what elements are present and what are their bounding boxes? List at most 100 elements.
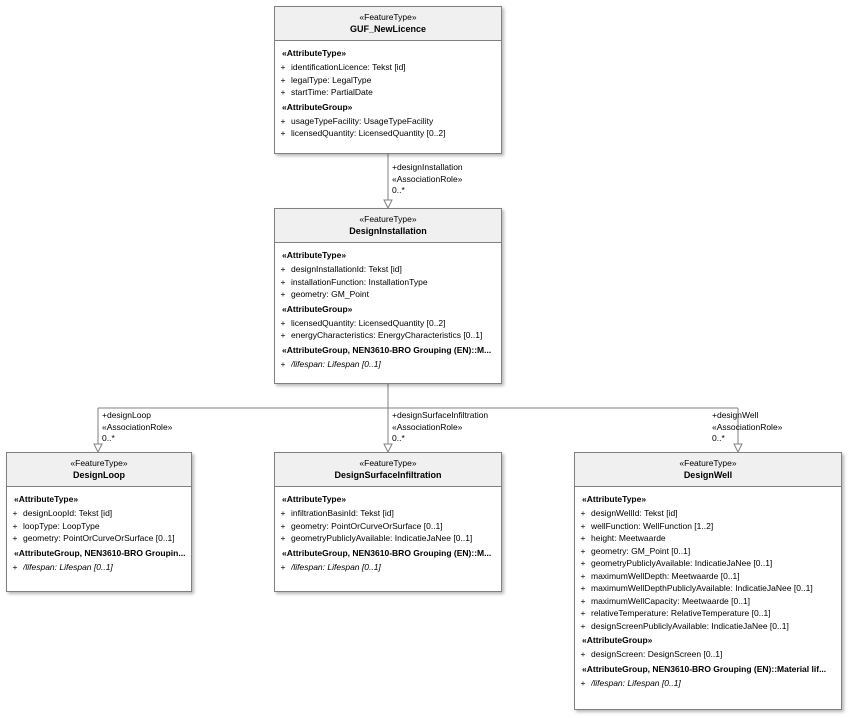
class-body: «AttributeType» + infiltrationBasinId: T… xyxy=(275,487,501,578)
association-multiplicity: 0..* xyxy=(102,433,115,443)
association-stereotype: «AssociationRole» xyxy=(392,421,463,432)
attribute-row: + licensedQuantity: LicensedQuantity [0.… xyxy=(275,317,501,330)
attribute-group-label: «AttributeType» xyxy=(282,494,347,504)
attribute-row: + energyCharacteristics: EnergyCharacter… xyxy=(275,329,501,342)
association-role-name: +designInstallation xyxy=(392,162,463,172)
visibility-marker: + xyxy=(580,649,586,659)
class-name: DesignSurfaceInfiltration xyxy=(334,470,442,480)
attribute-row: + legalType: LegalType xyxy=(275,74,501,87)
attribute-row: + geometry: GM_Point [0..1] xyxy=(575,545,841,558)
attribute-group-label: «AttributeGroup» xyxy=(282,303,353,314)
class-box-designloop[interactable]: «FeatureType» DesignLoop «AttributeType»… xyxy=(6,452,192,592)
visibility-marker: + xyxy=(280,115,286,126)
attribute-row: + maximumWellCapacity: Meetwaarde [0..1] xyxy=(575,595,841,608)
class-box-guf-newlicence[interactable]: «FeatureType» GUF_NewLicence «AttributeT… xyxy=(274,6,502,154)
association-label-designwell: +designWell «AssociationRole» 0..* xyxy=(712,410,782,445)
class-body: «AttributeType» + designWellId: Tekst [i… xyxy=(575,487,841,694)
attribute-row: + /lifespan: Lifespan [0..1] xyxy=(275,358,501,371)
attribute-row: + relativeTemperature: RelativeTemperatu… xyxy=(575,607,841,620)
association-multiplicity: 0..* xyxy=(392,433,405,443)
visibility-marker: + xyxy=(580,545,586,556)
attribute-row: + geometry: PointOrCurveOrSurface [0..1] xyxy=(7,532,191,545)
attribute-group-label: «AttributeType» xyxy=(282,250,347,260)
visibility-marker: + xyxy=(280,508,286,518)
attribute-group-label: «AttributeType» xyxy=(582,494,647,504)
attribute-text: installationFunction: InstallationType xyxy=(291,276,428,287)
visibility-marker: + xyxy=(12,533,18,543)
visibility-marker: + xyxy=(280,87,286,97)
attribute-row: + identificationLicence: Tekst [id] xyxy=(275,61,501,74)
visibility-marker: + xyxy=(280,561,286,572)
class-stereotype: «FeatureType» xyxy=(70,458,128,468)
visibility-marker: + xyxy=(280,520,286,531)
class-box-designsurfaceinfiltration[interactable]: «FeatureType» DesignSurfaceInfiltration … xyxy=(274,452,502,592)
association-stereotype: «AssociationRole» xyxy=(102,421,173,432)
attribute-text: relativeTemperature: RelativeTemperature… xyxy=(591,608,771,618)
association-multiplicity: 0..* xyxy=(712,433,725,443)
attribute-group-label: «AttributeGroup, NEN3610-BRO Grouping (E… xyxy=(582,663,827,674)
attribute-row: + usageTypeFacility: UsageTypeFacility xyxy=(275,115,501,128)
class-header: «FeatureType» DesignSurfaceInfiltration xyxy=(275,453,501,487)
class-body: «AttributeType» + designLoopId: Tekst [i… xyxy=(7,487,191,578)
attribute-text: maximumWellDepth: Meetwaarde [0..1] xyxy=(591,570,740,581)
attribute-text: /lifespan: Lifespan [0..1] xyxy=(591,677,681,688)
attribute-text: /lifespan: Lifespan [0..1] xyxy=(291,561,381,572)
attribute-row: + startTime: PartialDate xyxy=(275,86,501,99)
visibility-marker: + xyxy=(12,508,18,518)
class-body: «AttributeType» + designInstallationId: … xyxy=(275,243,501,375)
attribute-group-label: «AttributeGroup, NEN3610-BRO Grouping (E… xyxy=(282,344,492,355)
visibility-marker: + xyxy=(580,620,586,631)
visibility-marker: + xyxy=(280,317,286,328)
attribute-group-label: «AttributeType» xyxy=(14,494,79,504)
attribute-text: designScreenPubliclyAvailable: Indicatie… xyxy=(591,620,789,631)
class-stereotype: «FeatureType» xyxy=(359,458,417,468)
attribute-text: geometry: PointOrCurveOrSurface [0..1] xyxy=(23,533,175,543)
attribute-text: geometryPubliclyAvailable: IndicatieJaNe… xyxy=(291,533,473,543)
attribute-text: legalType: LegalType xyxy=(291,74,372,85)
attribute-row: + geometry: PointOrCurveOrSurface [0..1] xyxy=(275,520,501,533)
attribute-row: + licensedQuantity: LicensedQuantity [0.… xyxy=(275,127,501,140)
visibility-marker: + xyxy=(580,520,586,531)
visibility-marker: + xyxy=(580,558,586,568)
attribute-text: geometry: PointOrCurveOrSurface [0..1] xyxy=(291,520,443,531)
attribute-text: licensedQuantity: LicensedQuantity [0..2… xyxy=(291,317,446,328)
attribute-text: designWellId: Tekst [id] xyxy=(591,508,678,518)
attribute-text: geometryPubliclyAvailable: IndicatieJaNe… xyxy=(591,558,773,568)
visibility-marker: + xyxy=(580,570,586,581)
attribute-text: energyCharacteristics: EnergyCharacteris… xyxy=(291,330,483,340)
attribute-row: + geometryPubliclyAvailable: IndicatieJa… xyxy=(275,532,501,545)
class-name: GUF_NewLicence xyxy=(349,24,427,34)
attribute-text: maximumWellDepthPubliclyAvailable: Indic… xyxy=(591,583,813,593)
visibility-marker: + xyxy=(280,264,286,274)
attribute-text: usageTypeFacility: UsageTypeFacility xyxy=(291,115,434,126)
association-label-designsurfaceinfiltration: +designSurfaceInfiltration «AssociationR… xyxy=(392,410,488,445)
association-multiplicity: 0..* xyxy=(392,185,405,195)
class-box-designwell[interactable]: «FeatureType» DesignWell «AttributeType»… xyxy=(574,452,842,710)
class-name: DesignInstallation xyxy=(349,226,427,236)
attribute-row: + designLoopId: Tekst [id] xyxy=(7,507,191,520)
attribute-row: + height: Meetwaarde xyxy=(575,532,841,545)
visibility-marker: + xyxy=(580,608,586,618)
visibility-marker: + xyxy=(280,330,286,340)
association-stereotype: «AssociationRole» xyxy=(392,173,463,184)
attribute-text: licensedQuantity: LicensedQuantity [0..2… xyxy=(291,128,446,138)
class-stereotype: «FeatureType» xyxy=(359,12,417,22)
visibility-marker: + xyxy=(280,276,286,287)
visibility-marker: + xyxy=(580,508,586,518)
class-name: DesignWell xyxy=(683,470,733,480)
attribute-text: designScreen: DesignScreen [0..1] xyxy=(591,649,723,659)
visibility-marker: + xyxy=(580,533,586,543)
attribute-row: + maximumWellDepth: Meetwaarde [0..1] xyxy=(575,570,841,583)
attribute-text: startTime: PartialDate xyxy=(291,87,373,97)
association-role-name: +designSurfaceInfiltration xyxy=(392,410,489,420)
association-stereotype: «AssociationRole» xyxy=(712,421,783,432)
class-name: DesignLoop xyxy=(73,470,125,480)
class-header: «FeatureType» DesignInstallation xyxy=(275,209,501,243)
attribute-text: maximumWellCapacity: Meetwaarde [0..1] xyxy=(591,595,751,606)
attribute-row: + installationFunction: InstallationType xyxy=(275,276,501,289)
attribute-text: designLoopId: Tekst [id] xyxy=(23,508,113,518)
attribute-group-label: «AttributeGroup, NEN3610-BRO Groupin... xyxy=(14,547,186,558)
class-box-designinstallation[interactable]: «FeatureType» DesignInstallation «Attrib… xyxy=(274,208,502,384)
class-stereotype: «FeatureType» xyxy=(679,458,737,468)
